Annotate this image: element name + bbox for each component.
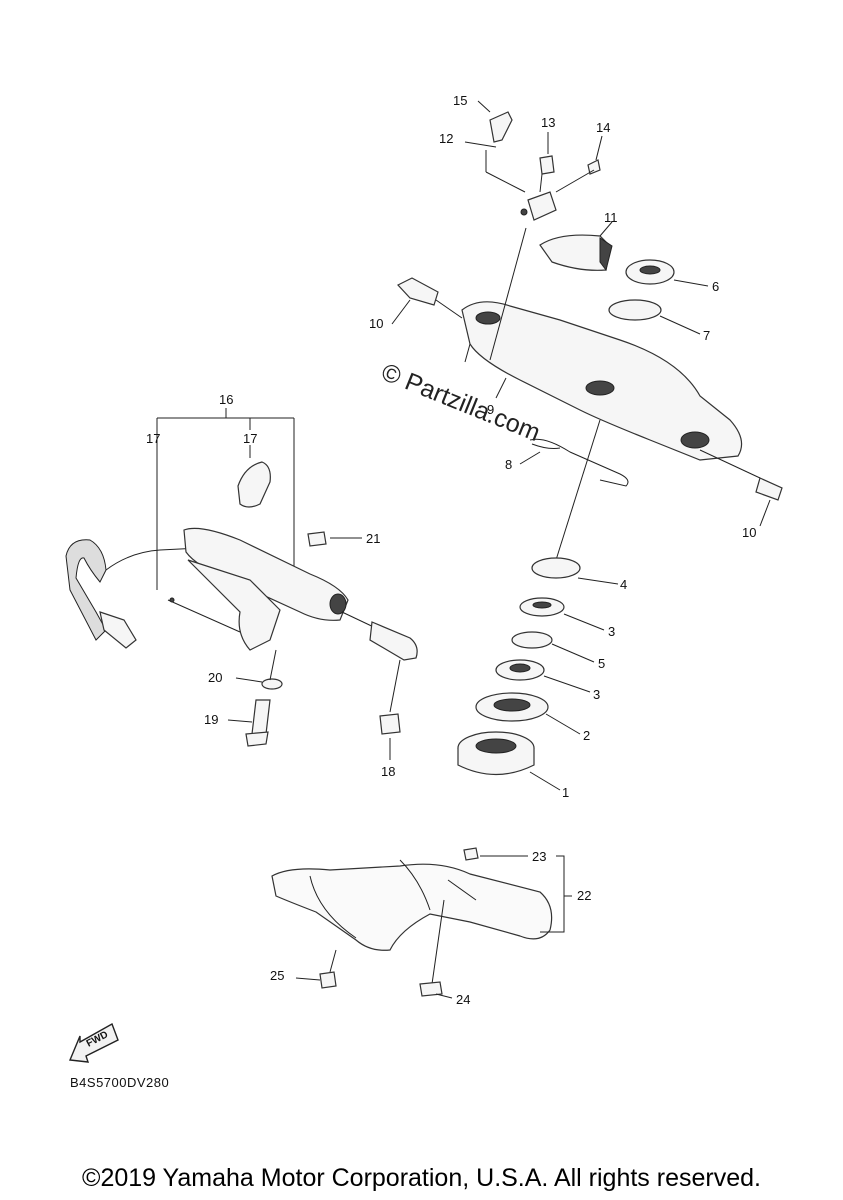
part-13-nut[interactable] <box>539 155 555 175</box>
label-23[interactable]: 23 <box>532 849 547 864</box>
label-17-left[interactable]: 17 <box>146 431 161 446</box>
part-24-bolt[interactable] <box>419 899 445 997</box>
part-7-ring[interactable] <box>608 299 662 321</box>
label-15[interactable]: 15 <box>453 93 468 108</box>
part-14-screw[interactable] <box>555 159 601 193</box>
part-4-nut[interactable] <box>531 557 581 579</box>
label-13[interactable]: 13 <box>541 115 556 130</box>
label-5[interactable]: 5 <box>598 656 606 671</box>
label-3-upper[interactable]: 3 <box>608 624 616 639</box>
label-25[interactable]: 25 <box>270 968 285 983</box>
label-6[interactable]: 6 <box>712 279 720 294</box>
label-10-right[interactable]: 10 <box>742 525 757 540</box>
label-17-right[interactable]: 17 <box>243 431 258 446</box>
label-11[interactable]: 11 <box>604 210 618 225</box>
label-8[interactable]: 8 <box>505 457 513 472</box>
label-14[interactable]: 14 <box>596 120 611 135</box>
leader-lines-left <box>227 677 391 760</box>
part-10-bolt-left[interactable] <box>397 277 463 319</box>
part-21-screw[interactable] <box>307 531 362 547</box>
label-20[interactable]: 20 <box>208 670 223 685</box>
part-12-cover[interactable] <box>464 141 526 193</box>
part-19-bolt[interactable] <box>245 699 271 747</box>
label-3-lower[interactable]: 3 <box>593 687 601 702</box>
part-2-bearing[interactable] <box>475 692 549 722</box>
label-10-left[interactable]: 10 <box>369 316 384 331</box>
leader-lines-upper <box>391 100 771 791</box>
part-18-nut[interactable] <box>379 713 401 735</box>
label-4[interactable]: 4 <box>620 577 628 592</box>
label-12[interactable]: 12 <box>439 131 454 146</box>
label-16[interactable]: 16 <box>219 392 234 407</box>
part-10-bolt-right[interactable] <box>699 449 783 501</box>
label-7[interactable]: 7 <box>703 328 711 343</box>
label-1[interactable]: 1 <box>562 785 570 800</box>
part-5-washer[interactable] <box>511 631 553 649</box>
diagram-code: B4S5700DV280 <box>70 1075 170 1090</box>
part-1-race[interactable] <box>457 731 535 776</box>
part-3-washer-lower[interactable] <box>495 659 545 681</box>
part-9-upper-bracket[interactable] <box>461 301 743 461</box>
part-8-wire-clip[interactable] <box>529 438 629 487</box>
part-handlebar-stem[interactable] <box>341 611 418 713</box>
part-cap-assembly[interactable] <box>520 173 557 221</box>
label-19[interactable]: 19 <box>204 712 219 727</box>
part-23-screw[interactable] <box>463 847 479 861</box>
part-3-washer-upper[interactable] <box>519 597 565 617</box>
part-handlebar-body[interactable] <box>167 527 349 651</box>
part-22-bracket-lines <box>295 855 572 999</box>
part-25-bolt[interactable] <box>319 949 337 989</box>
label-18[interactable]: 18 <box>381 764 396 779</box>
label-2[interactable]: 2 <box>583 728 591 743</box>
label-24[interactable]: 24 <box>456 992 471 1007</box>
part-11-holder[interactable] <box>539 234 613 272</box>
part-17-grip[interactable] <box>237 445 271 508</box>
part-15-bolt[interactable] <box>489 111 513 143</box>
copyright-notice: ©2019 Yamaha Motor Corporation, U.S.A. A… <box>82 1164 761 1192</box>
steering-axis-lines <box>489 227 601 561</box>
label-22[interactable]: 22 <box>577 888 592 903</box>
part-6-washer[interactable] <box>625 259 675 285</box>
part-20-washer[interactable] <box>261 649 283 690</box>
fwd-arrow-icon <box>68 1022 119 1063</box>
part-handlebar-cable[interactable] <box>65 539 201 649</box>
label-21[interactable]: 21 <box>366 531 381 546</box>
part-16-bracket-lines <box>156 408 295 590</box>
label-9[interactable]: 9 <box>487 402 495 417</box>
part-22-cover[interactable] <box>271 859 553 951</box>
